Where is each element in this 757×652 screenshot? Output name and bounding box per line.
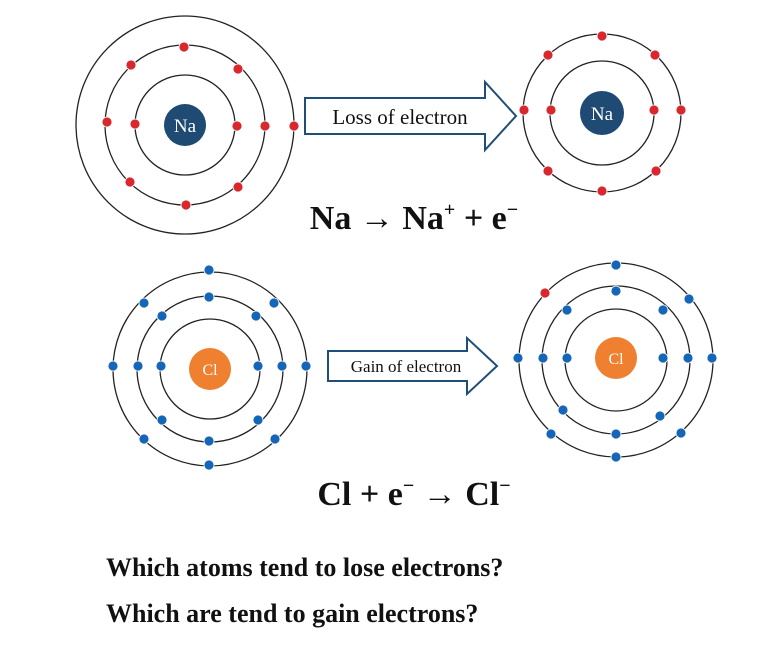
chlorine-atom: Cl: [107, 264, 312, 471]
electron: [657, 352, 669, 364]
electron: [682, 352, 694, 364]
electron: [203, 264, 215, 276]
electron: [542, 49, 554, 61]
gain-arrow-label: Gain of electron: [351, 357, 462, 376]
electron: [650, 165, 662, 177]
electron: [276, 360, 288, 372]
na-ion-label: Na: [591, 104, 614, 125]
eq-cl-sup: −: [499, 475, 510, 497]
sodium-ion: Na: [518, 30, 687, 197]
electron: [101, 116, 113, 128]
electron: [512, 352, 524, 364]
electron: [203, 435, 215, 447]
electron: [268, 297, 280, 309]
eq-na-right: + e: [455, 200, 506, 237]
eq-cl-left-sup: −: [403, 475, 414, 497]
electron: [252, 414, 264, 426]
electron: [518, 104, 530, 116]
electron: [610, 259, 622, 271]
electron: [231, 120, 243, 132]
na-atom-label: Na: [174, 116, 197, 137]
cl-ion-nucleus: [595, 337, 637, 379]
electron: [648, 104, 660, 116]
chloride-ion: Cl: [512, 259, 718, 463]
electron: [610, 451, 622, 463]
electron: [596, 185, 608, 197]
electron: [542, 165, 554, 177]
electron: [683, 293, 695, 305]
electron: [250, 310, 262, 322]
eq-na-left: Na → Na: [310, 200, 444, 237]
question-1: Which atoms tend to lose electrons?: [106, 553, 504, 582]
valence-electron: [288, 120, 300, 132]
electron: [610, 428, 622, 440]
electron: [107, 360, 119, 372]
cl-atom-electrons: [107, 264, 312, 471]
electron: [129, 118, 141, 130]
loss-arrow-label: Loss of electron: [332, 105, 468, 129]
cl-ion-electrons: [512, 259, 718, 463]
gained-electron: [539, 287, 551, 299]
sodium-equation: Na → Na+ + e−: [310, 199, 518, 237]
electron: [561, 352, 573, 364]
electron: [654, 410, 666, 422]
electron: [649, 49, 661, 61]
electron: [561, 304, 573, 316]
eq-cl-middle: → Cl: [414, 476, 499, 513]
na-ion-electrons: [518, 30, 687, 197]
electron: [537, 352, 549, 364]
na-atom-nucleus: [164, 104, 206, 146]
na-atom-electrons: [101, 41, 300, 211]
electron: [132, 360, 144, 372]
electron: [124, 176, 136, 188]
loss-arrow: Loss of electron: [304, 79, 518, 153]
electron: [675, 427, 687, 439]
eq-na-right-sup: −: [507, 199, 518, 221]
electron: [178, 41, 190, 53]
electron: [156, 310, 168, 322]
electron: [232, 181, 244, 193]
cl-atom-nucleus: [189, 348, 231, 390]
electron: [596, 30, 608, 42]
electron: [125, 59, 137, 71]
cl-ion-label: Cl: [608, 351, 624, 368]
chlorine-equation: Cl + e− → Cl−: [317, 475, 510, 513]
electron: [300, 360, 312, 372]
electron: [138, 433, 150, 445]
na-ion-nucleus: [580, 91, 624, 135]
electron: [259, 120, 271, 132]
electron: [706, 352, 718, 364]
electron: [557, 404, 569, 416]
electron: [545, 428, 557, 440]
cl-atom-label: Cl: [202, 362, 218, 379]
sodium-atom: Na: [75, 15, 300, 235]
gain-arrow: Gain of electron: [327, 335, 499, 397]
electron: [657, 304, 669, 316]
electron: [232, 63, 244, 75]
eq-na-sup: +: [444, 199, 455, 221]
electron: [252, 360, 264, 372]
electron: [545, 104, 557, 116]
gain-arrow-shape: [327, 335, 499, 397]
electron: [203, 459, 215, 471]
electron: [203, 291, 215, 303]
electron: [610, 285, 622, 297]
electron: [155, 360, 167, 372]
electron: [269, 433, 281, 445]
electron: [156, 414, 168, 426]
electron: [138, 297, 150, 309]
electron: [180, 199, 192, 211]
eq-cl-left: Cl + e: [317, 476, 402, 513]
question-2: Which are tend to gain electrons?: [106, 599, 479, 628]
loss-arrow-shape: [304, 79, 518, 153]
electron: [675, 104, 687, 116]
